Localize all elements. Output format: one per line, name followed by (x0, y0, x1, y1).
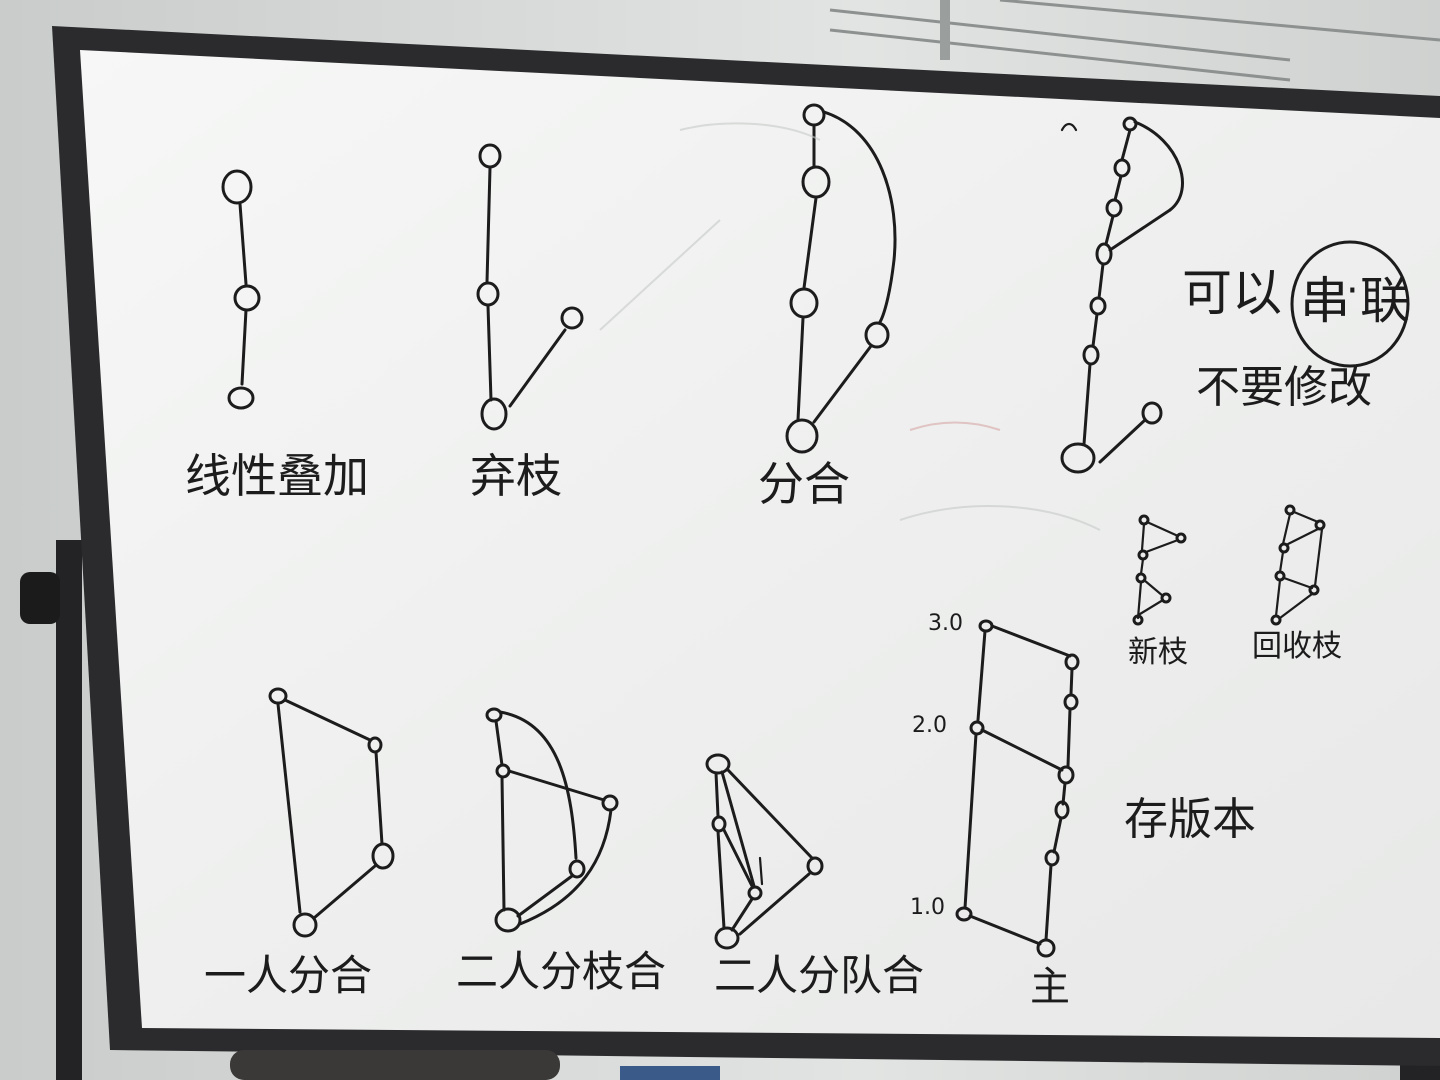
label-split-merge: 分合 (758, 457, 850, 511)
bottom-blue-label (620, 1066, 720, 1080)
label-linear: 线性叠加 (185, 449, 369, 503)
ghost-marks (599, 122, 1101, 531)
circle-mark (1290, 240, 1410, 368)
label-can-chain-dot: · (1346, 268, 1359, 314)
label-abandon: 弃枝 (470, 449, 562, 503)
label-two-person-team: 二人分队合 (714, 951, 924, 1000)
label-can-chain-2: 联 (1360, 272, 1410, 330)
bottom-object (230, 1050, 560, 1080)
label-v3: 3.0 (928, 611, 963, 636)
note-can-chain: 可以 串 · 联 (1182, 240, 1410, 368)
label-main: 主 (1030, 964, 1070, 1010)
diagram-store-version: 3.0 2.0 1.0 (910, 611, 1080, 958)
diagram-new-branch (1132, 514, 1187, 626)
label-v2: 2.0 (912, 713, 947, 738)
diagram-split-merge (785, 103, 897, 454)
label-v1: 1.0 (910, 895, 945, 920)
stand-knob (20, 572, 60, 624)
label-can-chain-1: 可以 (1182, 264, 1282, 322)
diagram-abandon (476, 143, 584, 431)
label-new-branch: 新枝 (1128, 635, 1188, 670)
window-blinds (829, 0, 1440, 82)
diagram-two-person-branch (485, 707, 619, 933)
diagram-linear (221, 169, 261, 410)
label-one-person: 一人分合 (204, 951, 372, 1000)
diagram-recycle-branch (1270, 504, 1326, 626)
label-can-chain-circled: 串 (1300, 272, 1350, 330)
diagram-one-person (268, 687, 395, 938)
diagram-two-person-team (705, 753, 824, 950)
label-recycle-branch: 回收枝 (1252, 629, 1342, 664)
label-store-version: 存版本 (1124, 794, 1256, 845)
diagram-chain (1060, 116, 1184, 474)
label-no-modify: 不要修改 (1196, 362, 1372, 413)
window-frame (940, 0, 950, 60)
stand-pole (56, 540, 82, 1080)
label-two-person-branch: 二人分枝合 (456, 947, 666, 996)
